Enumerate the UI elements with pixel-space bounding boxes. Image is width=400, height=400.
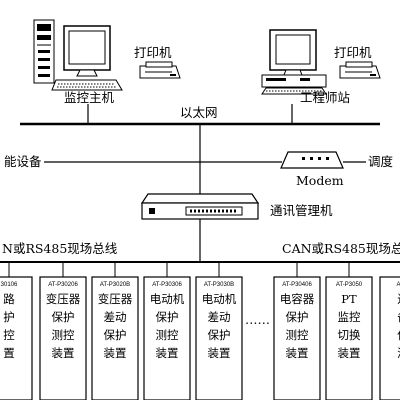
dispatch-label: 调度 — [368, 154, 394, 169]
module-label-line: 装置 — [156, 346, 179, 360]
module-label-line: 保护 — [208, 328, 231, 342]
module-code: AT-P3020B — [100, 282, 130, 288]
comm-manager-device — [140, 193, 260, 220]
protection-module-box — [273, 276, 321, 400]
ellipsis-label: …… — [245, 312, 270, 327]
comm-manager-label: 通讯管理机 — [270, 203, 333, 218]
fieldbus-right-label: CAN或RS485现场总 — [282, 241, 400, 256]
ethernet-label: 以太网 — [180, 105, 218, 120]
protection-module-box — [143, 276, 191, 400]
protection-module-box — [325, 276, 373, 400]
smart-device-label: 能设备 — [4, 154, 42, 169]
module-label-line: 测 — [397, 346, 400, 360]
module-label-line: 保护 — [104, 328, 127, 342]
module-label-line: 监控 — [338, 310, 361, 324]
module-label-line: 切换 — [338, 328, 361, 342]
module-code: AT-P3050 — [336, 282, 363, 288]
module-label-line: 差动 — [208, 310, 231, 324]
protection-module-box — [195, 276, 243, 400]
modem-label: Modem — [296, 173, 344, 188]
module-label-line: 装置 — [52, 346, 75, 360]
module-label-line: 装置 — [286, 346, 309, 360]
module-code: AT-P — [397, 282, 400, 288]
engineer-station-workstation — [261, 29, 327, 95]
module-label-line: 变压器 — [46, 292, 81, 306]
module-label-line: 测控 — [156, 328, 179, 342]
module-label-line: 保 — [397, 328, 400, 342]
module-label-line: 装置 — [104, 346, 127, 360]
module-label-line: 电容器 — [280, 292, 315, 306]
module-label-line: 测控 — [286, 328, 309, 342]
monitor-host-workstation — [33, 19, 123, 91]
module-code: AT-P30206 — [48, 282, 78, 288]
module-label-line: 测控 — [52, 328, 75, 342]
module-label-line: 保护 — [286, 310, 309, 324]
module-label-line: PT — [341, 292, 357, 306]
protection-module-box — [379, 276, 400, 400]
module-label-line: 差动 — [104, 310, 127, 324]
monitor-host-label: 监控主机 — [64, 90, 115, 105]
module-code: AT-P3030B — [204, 282, 234, 288]
protection-modules: 30106路护控置AT-P30206变压器保护测控装置AT-P3020B变压器差… — [0, 262, 400, 400]
module-label-line: 备 — [397, 310, 400, 324]
fieldbus-left-label: N或RS485现场总线 — [2, 241, 118, 256]
module-code: 30106 — [1, 282, 18, 288]
module-label-line: 进 — [397, 292, 400, 306]
module-label-line: 路 — [3, 292, 15, 306]
protection-module-box — [91, 276, 139, 400]
module-label-line: 保护 — [52, 310, 75, 324]
module-label-line: 装置 — [208, 346, 231, 360]
module-label-line: 控 — [3, 328, 15, 342]
protection-module-box — [39, 276, 87, 400]
module-label-line: 电动机 — [202, 292, 237, 306]
printer-right-label: 打印机 — [334, 45, 372, 60]
engineer-station-label: 工程师站 — [300, 90, 350, 105]
printer-left-label: 打印机 — [134, 45, 172, 60]
module-label-line: 变压器 — [98, 292, 133, 306]
module-label-line: 护 — [3, 310, 15, 324]
module-code: AT-P30406 — [282, 282, 312, 288]
protection-module-box — [0, 276, 33, 400]
module-label-line: 装置 — [338, 346, 361, 360]
module-code: AT-P30306 — [152, 282, 182, 288]
modem-device — [280, 151, 344, 169]
module-label-line: 电动机 — [150, 292, 185, 306]
module-label-line: 保护 — [156, 310, 179, 324]
printer-icon — [139, 61, 181, 79]
module-label-line: 置 — [3, 346, 15, 360]
printer-icon — [339, 61, 381, 79]
